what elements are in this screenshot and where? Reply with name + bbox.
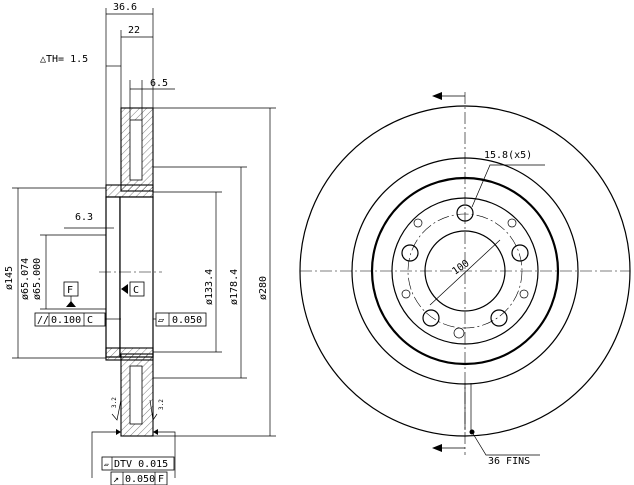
pcd-label: 100 (450, 258, 471, 277)
parallelism-symbol: // (37, 315, 49, 326)
dim-36-6: 36.6 (113, 2, 137, 13)
bolt-holes-label: 15.8(x5) (484, 150, 532, 161)
hat-flange-top (105, 184, 154, 198)
datum-f-triangle (66, 301, 76, 307)
section-view: 36.6 22 △TH= 1.5 6.5 6.3 ø145 ø65.074 ø6… (4, 2, 276, 485)
small-hole-5 (453, 327, 465, 339)
parallelism-ref: C (87, 315, 93, 326)
dim-145: ø145 (4, 266, 15, 290)
dim-6-3: 6.3 (75, 212, 93, 223)
flatness-value: 0.050 (172, 315, 202, 326)
dim-178-4: ø178.4 (229, 269, 240, 305)
rotation-arrow-bottom (432, 444, 442, 452)
runout-symbol: ↗ (113, 474, 119, 485)
flatness-frame (155, 312, 207, 327)
rotation-arrow-top (432, 92, 442, 100)
dim-6-5: 6.5 (150, 78, 168, 89)
hat-inner-edge (391, 197, 539, 345)
dim-22: 22 (128, 25, 140, 36)
bolt-hole-4 (422, 309, 440, 327)
front-view: 15.8(x5) 100 36 FINS (299, 92, 631, 467)
small-hole-3 (401, 289, 411, 299)
runout-frame (110, 471, 168, 485)
center-bore (424, 230, 506, 312)
datum-c-triangle (121, 284, 128, 294)
lower-vent-channel (129, 365, 143, 425)
dtv-symbol: ▱ (104, 460, 109, 469)
hub-mount (119, 196, 154, 358)
dim-280: ø280 (258, 276, 269, 300)
fins-label: 36 FINS (488, 456, 530, 467)
dtv-label: DTV 0.015 (114, 459, 168, 470)
dim-th: △TH= 1.5 (40, 54, 88, 65)
small-hole-2 (507, 218, 517, 228)
small-hole-1 (413, 218, 423, 228)
outer-rim (299, 105, 631, 437)
dim-65-000: ø65.000 (32, 258, 43, 300)
datum-f: F (67, 285, 73, 296)
hat-wall (105, 196, 121, 358)
bolt-hole-3 (490, 309, 508, 327)
bolt-hole-1 (456, 204, 474, 222)
bolt-hole-2 (511, 244, 529, 262)
datum-c: C (133, 285, 139, 296)
dtv-frame (101, 456, 175, 471)
parallelism-value: 0.100 (51, 315, 81, 326)
runout-value: 0.050 (125, 474, 155, 485)
upper-vent-channel (129, 119, 143, 181)
dim-133-4: ø133.4 (204, 269, 215, 305)
small-hole-4 (519, 289, 529, 299)
runout-ref: F (158, 474, 164, 485)
hat-outer-edge (370, 176, 560, 366)
roughness-left: 3.2 (111, 397, 118, 408)
roughness-right: 3.2 (158, 399, 165, 410)
dim-65-074: ø65.074 (20, 258, 31, 300)
pcd-circle (407, 213, 523, 329)
flatness-symbol: ▱ (158, 315, 164, 326)
bolt-hole-5 (401, 244, 419, 262)
datum-c-box (129, 281, 145, 297)
parallelism-frame (34, 312, 106, 327)
